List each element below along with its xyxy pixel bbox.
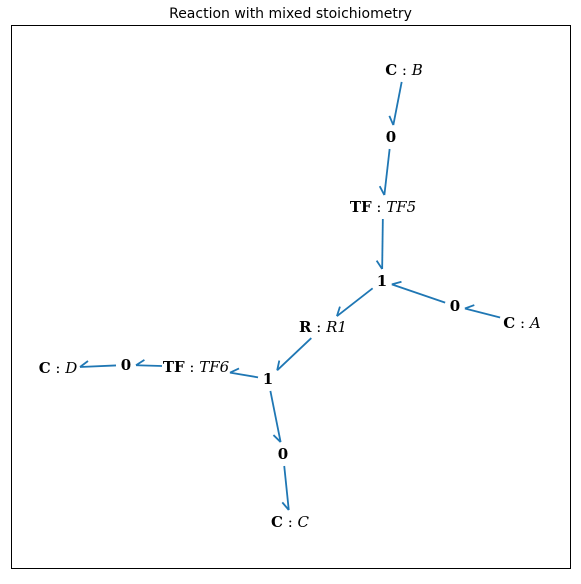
bond-edge-J1b-J0d (269, 390, 282, 443)
node-kind: 1 (377, 272, 387, 290)
bond-line (135, 364, 163, 367)
node-name: C (298, 513, 310, 531)
node-label: 0 (278, 445, 288, 463)
node-label: 1 (377, 272, 387, 290)
bond-edge-J0a-TF5 (378, 148, 391, 196)
node-kind: TF (163, 358, 185, 376)
bond-line (283, 465, 290, 511)
bond-harpoon (276, 360, 281, 371)
node-J1a: 1 (377, 272, 387, 290)
node-kind: TF (350, 198, 372, 216)
node-name: R1 (325, 318, 347, 336)
node-separator: : (283, 513, 298, 531)
node-J1b: 1 (263, 370, 273, 388)
node-name: A (528, 314, 541, 332)
bond-edge-TF5-J1a (375, 218, 384, 270)
bond-edge-J0b-J1a (391, 280, 446, 304)
node-separator: : (515, 314, 530, 332)
node-kind: R (299, 318, 312, 336)
bond-line (276, 337, 312, 371)
node-label: 1 (263, 370, 273, 388)
node-separator: : (51, 359, 66, 377)
node-separator: : (397, 61, 412, 79)
node-separator: : (312, 318, 327, 336)
node-kind: C (271, 513, 283, 531)
node-label: C : D (39, 359, 78, 377)
node-TF5: TF : TF5 (350, 198, 416, 216)
node-label: TF : TF5 (350, 198, 416, 216)
bond-harpoon (281, 501, 290, 511)
node-kind: C (503, 314, 515, 332)
diagram-title: Reaction with mixed stoichiometry (169, 6, 412, 22)
bond-line (381, 218, 384, 270)
node-kind: 0 (386, 128, 396, 146)
bond-harpoon (79, 360, 89, 368)
node-label: TF : TF6 (163, 358, 230, 376)
node-label: R : R1 (299, 318, 347, 336)
bond-edge-J0c-CD (79, 360, 117, 368)
plot-frame (11, 25, 571, 569)
bond-edge-R1-J1b (276, 337, 312, 371)
node-CD: C : D (39, 359, 78, 377)
bond-edge-CB-J0a (388, 81, 403, 126)
bond-line (229, 371, 259, 379)
node-J0d: 0 (278, 445, 288, 463)
node-label: C : C (271, 513, 310, 531)
bond-line (392, 81, 403, 126)
bond-line (391, 283, 446, 304)
bond-harpoon (229, 367, 240, 374)
node-separator: : (372, 198, 387, 216)
node-kind: 0 (450, 297, 460, 315)
node-J0a: 0 (386, 128, 396, 146)
edges-layer (79, 81, 501, 511)
bond-edge-J1a-R1 (336, 287, 374, 317)
node-kind: 0 (278, 445, 288, 463)
node-label: C : B (385, 61, 423, 79)
bond-harpoon (378, 185, 386, 196)
node-CA: C : A (503, 314, 541, 332)
bond-harpoon (135, 359, 145, 367)
bond-harpoon (272, 434, 282, 443)
node-TF6: TF : TF6 (163, 358, 230, 376)
node-kind: 1 (263, 370, 273, 388)
bond-line (269, 390, 282, 443)
node-name: TF6 (199, 358, 229, 376)
bond-edge-J1b-TF6 (229, 367, 259, 379)
node-label: 0 (450, 297, 460, 315)
bond-line (79, 364, 117, 368)
bond-line (464, 307, 501, 319)
node-name: D (64, 359, 77, 377)
node-R1: R : R1 (299, 318, 347, 336)
node-label: C : A (503, 314, 541, 332)
bond-harpoon (375, 260, 383, 270)
bond-harpoon (391, 280, 402, 286)
node-label: 0 (121, 356, 131, 374)
node-kind: 0 (121, 356, 131, 374)
bond-edge-J0d-CC (281, 465, 290, 511)
node-kind: C (39, 359, 51, 377)
bond-line (383, 148, 391, 196)
bond-harpoon (336, 306, 341, 317)
node-J0b: 0 (450, 297, 460, 315)
node-CC: C : C (271, 513, 310, 531)
bond-edge-CA-J0b (464, 304, 501, 319)
node-name: TF5 (386, 198, 416, 216)
bond-edge-TF6-J0c (135, 359, 163, 367)
node-name: B (411, 61, 423, 79)
bond-harpoon (464, 304, 475, 310)
node-J0c: 0 (121, 356, 131, 374)
node-label: 0 (386, 128, 396, 146)
node-separator: : (185, 358, 200, 376)
node-CB: C : B (385, 61, 423, 79)
bond-line (336, 287, 374, 317)
bond-harpoon (388, 115, 395, 126)
node-kind: C (385, 61, 397, 79)
